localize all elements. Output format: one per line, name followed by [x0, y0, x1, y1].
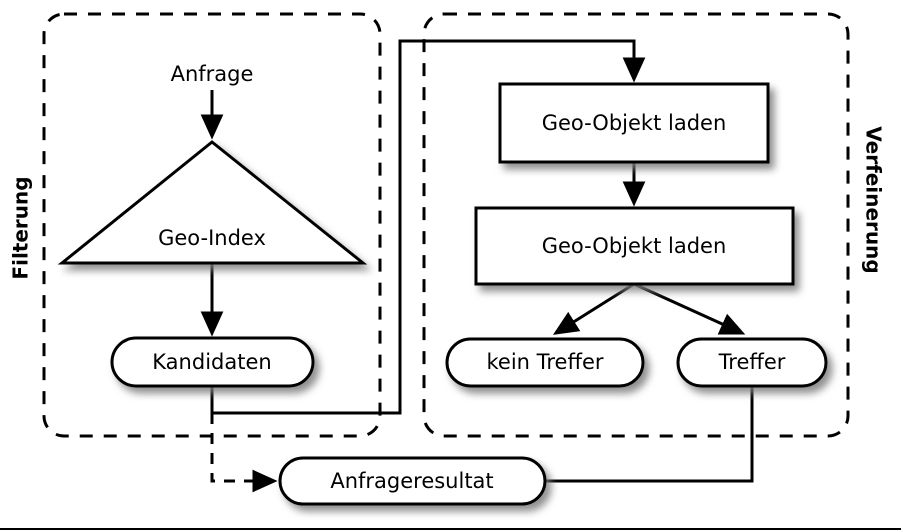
node-geo-index-shape: [57, 140, 368, 265]
node-geo-index-label: Geo-Index: [158, 226, 266, 250]
node-geo-objekt-laden-1: Geo-Objekt laden: [498, 82, 770, 164]
node-geo-objekt-laden-2-label: Geo-Objekt laden: [542, 234, 727, 258]
group-verfeinerung-border: [422, 12, 850, 438]
node-kein-treffer: kein Treffer: [445, 337, 645, 388]
node-geo-objekt-laden-2-shape: [474, 206, 795, 286]
node-geo-index: Geo-Index: [57, 140, 368, 265]
edge-geoobjekt2-to-treffer: [633, 282, 746, 335]
node-anfrageresultat-shape: [278, 456, 547, 506]
node-geo-objekt-laden-2: Geo-Objekt laden: [474, 206, 795, 286]
node-kein-treffer-label: kein Treffer: [486, 350, 603, 374]
group-verfeinerung-label: Verfeinerung: [862, 126, 886, 273]
node-treffer: Treffer: [676, 337, 828, 388]
group-verfeinerung: Verfeinerung: [422, 12, 886, 438]
edge-kandidaten-to-geoobjekt1: [210, 39, 646, 415]
group-filterung-label: Filterung: [9, 176, 33, 279]
node-kein-treffer-shape: [445, 337, 645, 388]
node-kandidaten: Kandidaten: [110, 336, 315, 388]
node-kandidaten-label: Kandidaten: [152, 350, 271, 374]
node-anfrageresultat-label: Anfrageresultat: [330, 469, 493, 493]
node-anfrageresultat: Anfrageresultat: [278, 456, 547, 506]
node-anfrage: Anfrage: [171, 62, 254, 86]
node-anfrage-label: Anfrage: [171, 62, 254, 86]
edge-geoobjekt2-to-keintreffer: [552, 282, 635, 335]
node-treffer-label: Treffer: [718, 350, 786, 374]
node-kandidaten-shape: [110, 336, 315, 388]
edge-kandidaten-to-anfrageresultat-dashed: [210, 413, 278, 493]
node-geo-objekt-laden-1-label: Geo-Objekt laden: [542, 111, 727, 135]
node-treffer-shape: [676, 337, 828, 388]
node-geo-objekt-laden-1-shape: [498, 82, 770, 164]
edge-treffer-to-anfrageresultat: [541, 386, 754, 483]
